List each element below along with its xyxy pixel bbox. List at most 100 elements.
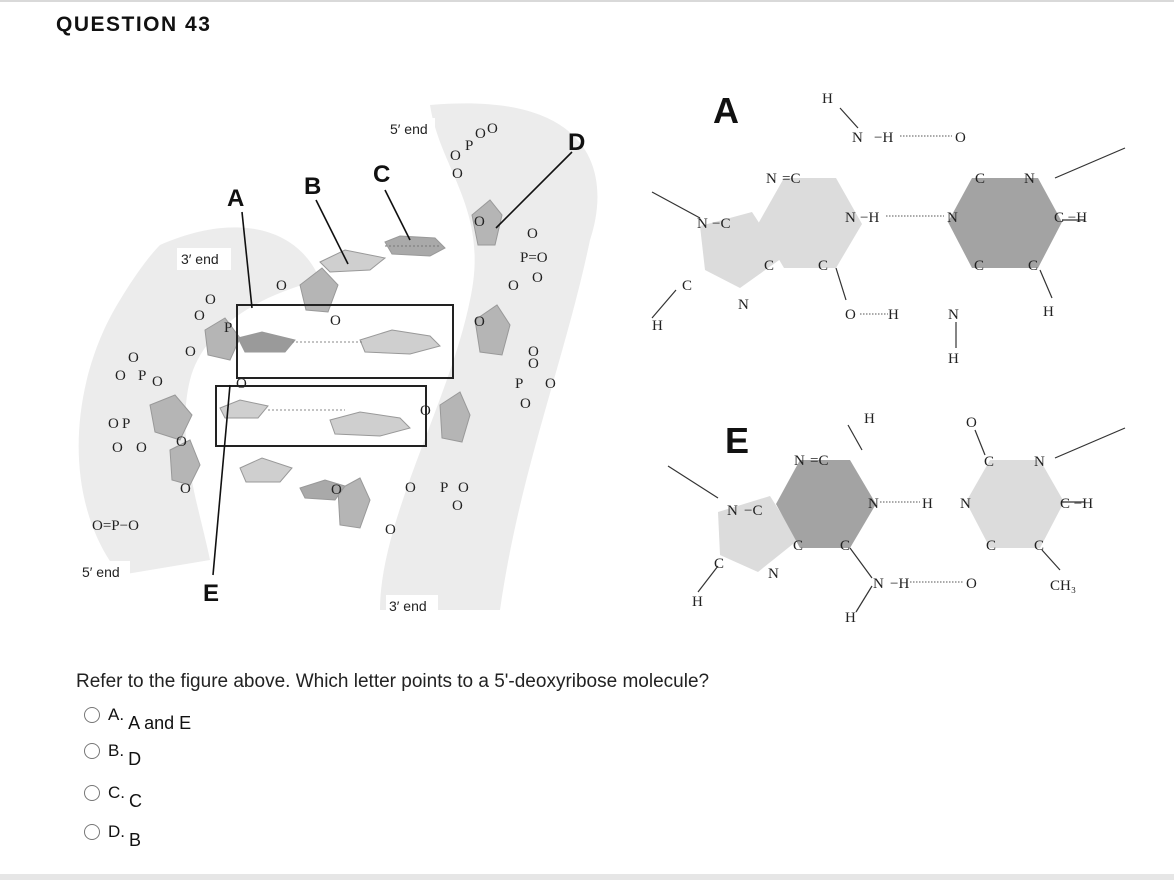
svg-text:N: N (960, 496, 971, 512)
svg-text:H: H (652, 318, 663, 334)
radio-button[interactable] (84, 785, 100, 801)
svg-text:O: O (474, 214, 485, 230)
svg-text:N: N (873, 576, 884, 592)
svg-text:O: O (385, 522, 396, 538)
svg-text:O: O (331, 482, 342, 498)
svg-text:−C: −C (712, 216, 730, 232)
choice-letter: B. (108, 741, 124, 761)
svg-text:N: N (868, 496, 879, 512)
choice-letter: C. (108, 783, 125, 803)
choice-c[interactable]: C. C (84, 782, 142, 812)
svg-text:C: C (682, 278, 692, 294)
svg-text:O: O (276, 278, 287, 294)
svg-text:H: H (888, 307, 899, 323)
svg-text:C: C (986, 538, 996, 554)
svg-text:O: O (194, 308, 205, 324)
svg-text:O: O (966, 576, 977, 592)
svg-text:H: H (864, 411, 875, 427)
end-label-left: 3′ end (181, 251, 219, 267)
svg-text:O: O (205, 292, 216, 308)
svg-text:O: O (520, 396, 531, 412)
svg-text:O: O (185, 344, 196, 360)
svg-text:O: O (474, 314, 485, 330)
label-d: D (568, 129, 585, 156)
svg-text:C: C (1028, 258, 1038, 274)
svg-text:O: O (508, 278, 519, 294)
svg-text:C: C (793, 538, 803, 554)
svg-text:N: N (1024, 171, 1035, 187)
radio-button[interactable] (84, 824, 100, 840)
svg-text:P: P (515, 376, 523, 392)
pair-label-e: E (725, 420, 749, 461)
svg-text:−C: −C (744, 503, 762, 519)
svg-text:N: N (947, 210, 958, 226)
svg-text:P: P (138, 368, 146, 384)
svg-text:P: P (440, 480, 448, 496)
svg-text:C: C (984, 454, 994, 470)
svg-text:N: N (794, 453, 805, 469)
svg-text:O: O (452, 166, 463, 182)
svg-text:O: O (115, 368, 126, 384)
svg-text:O: O (955, 130, 966, 146)
choice-d[interactable]: D. B (84, 821, 141, 851)
svg-text:N: N (697, 216, 708, 232)
svg-text:O: O (136, 440, 147, 456)
svg-text:C: C (974, 258, 984, 274)
label-c: C (373, 161, 390, 188)
choice-letter: D. (108, 822, 125, 842)
svg-text:−H: −H (874, 130, 893, 146)
svg-text:O: O (845, 307, 856, 323)
svg-text:C: C (1034, 538, 1044, 554)
svg-text:O: O (528, 344, 539, 360)
svg-text:O: O (176, 434, 187, 450)
svg-text:O: O (532, 270, 543, 286)
svg-text:H: H (845, 610, 856, 626)
svg-text:O: O (458, 480, 469, 496)
label-a: A (227, 185, 244, 212)
label-e: E (203, 580, 219, 607)
choice-b[interactable]: B. D (84, 740, 141, 770)
svg-text:H: H (692, 594, 703, 610)
end-label-bottom-left: 5′ end (82, 564, 120, 580)
choice-text: B (129, 830, 141, 851)
label-b: B (304, 173, 321, 200)
radio-button[interactable] (84, 707, 100, 723)
svg-text:C: C (714, 556, 724, 572)
radio-button[interactable] (84, 743, 100, 759)
svg-text:CH₃: CH₃ (1050, 578, 1076, 594)
svg-text:O: O (108, 416, 119, 432)
svg-text:N: N (766, 171, 777, 187)
choice-text: C (129, 791, 142, 812)
end-label-top: 5′ end (390, 121, 428, 137)
svg-text:P: P (122, 416, 130, 432)
choice-a[interactable]: A. A and E (84, 704, 191, 734)
choice-text: A and E (128, 713, 191, 734)
svg-text:O: O (405, 480, 416, 496)
svg-text:O: O (330, 313, 341, 329)
choice-text: D (128, 749, 141, 770)
svg-text:H: H (922, 496, 933, 512)
svg-text:N: N (768, 566, 779, 582)
svg-text:C: C (840, 538, 850, 554)
svg-text:O: O (112, 440, 123, 456)
svg-text:P: P (465, 138, 473, 154)
svg-text:P=O: P=O (520, 250, 548, 266)
svg-text:H: H (822, 91, 833, 107)
svg-text:C: C (975, 171, 985, 187)
svg-text:C: C (818, 258, 828, 274)
svg-text:O: O (475, 126, 486, 142)
svg-text:C: C (764, 258, 774, 274)
svg-text:C −H: C −H (1054, 210, 1087, 226)
svg-text:O=P−O: O=P−O (92, 518, 139, 534)
svg-text:O: O (545, 376, 556, 392)
svg-text:N: N (852, 130, 863, 146)
svg-text:C −H: C −H (1060, 496, 1093, 512)
choice-letter: A. (108, 705, 124, 725)
svg-text:O: O (152, 374, 163, 390)
svg-text:H: H (1043, 304, 1054, 320)
svg-text:O: O (527, 226, 538, 242)
svg-text:H: H (948, 351, 959, 367)
svg-text:O: O (180, 481, 191, 497)
